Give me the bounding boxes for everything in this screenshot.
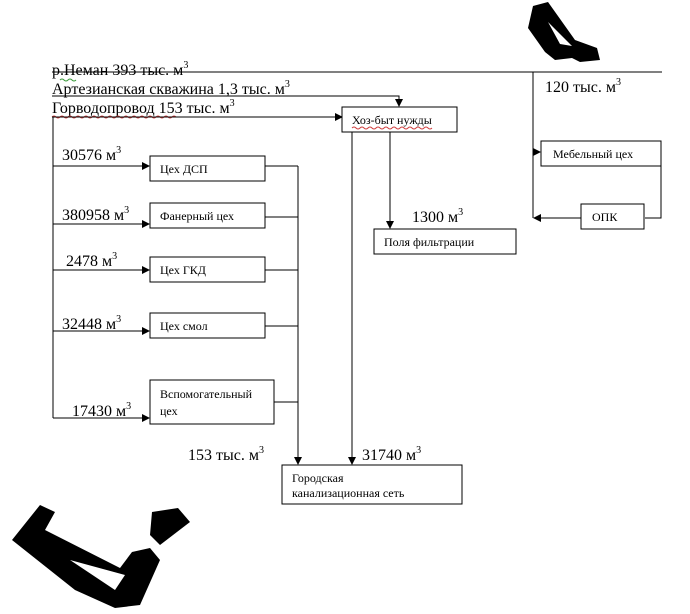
svg-text:Артезианская скважина 1,3 тыс.: Артезианская скважина 1,3 тыс. м3 bbox=[52, 79, 290, 98]
line-artesian-to-household bbox=[52, 95, 403, 107]
resins-label: Цех смол bbox=[160, 319, 208, 333]
household-label: Хоз-быт нужды bbox=[352, 113, 432, 127]
auxiliary-label-1: Вспомогательный bbox=[160, 387, 253, 401]
flow-plywood: 380958 м3 bbox=[62, 205, 129, 224]
source-artesian: Артезианская скважина 1,3 тыс. м3 bbox=[52, 79, 290, 98]
line-furniture-to-opk bbox=[645, 152, 662, 219]
furniture-label: Мебельный цех bbox=[553, 147, 633, 161]
svg-text:Горводопровод 153 тыс. м3: Горводопровод 153 тыс. м3 bbox=[52, 98, 235, 117]
flow-household-to-sewer: 31740 м3 bbox=[362, 445, 421, 464]
source-city-water: Горводопровод 153 тыс. м3 bbox=[52, 98, 235, 117]
spell-underline-household bbox=[351, 126, 433, 130]
opk-box: ОПК bbox=[580, 203, 645, 230]
flow-gkd: 2478 м3 bbox=[66, 251, 117, 270]
city-sewer-label-1: Городская bbox=[292, 471, 344, 485]
plywood-label: Фанерный цех bbox=[160, 209, 234, 223]
flow-to-filtration: 1300 м3 bbox=[412, 207, 463, 226]
plywood-box: Фанерный цех bbox=[149, 202, 266, 229]
flow-workshops-to-sewer: 153 тыс. м3 bbox=[188, 445, 264, 464]
gkd-box: Цех ГКД bbox=[149, 256, 266, 283]
city-sewer-label-2: канализационная сеть bbox=[292, 486, 405, 500]
dsp-label: Цех ДСП bbox=[160, 162, 208, 176]
furniture-box: Мебельный цех bbox=[540, 140, 662, 167]
dsp-box: Цех ДСП bbox=[149, 155, 266, 182]
flow-resins: 32448 м3 bbox=[62, 314, 121, 333]
flow-dsp: 30576 м3 bbox=[62, 145, 121, 164]
auxiliary-label-2: цех bbox=[160, 404, 178, 418]
filtration-fields-box: Поля фильтрации bbox=[373, 228, 517, 255]
svg-text:р.Неман 393 тыс. м3: р.Неман 393 тыс. м3 bbox=[52, 60, 188, 79]
handwritten-mark-bottom-left bbox=[12, 505, 190, 608]
source-neman: р.Неман 393 тыс. м3 bbox=[52, 60, 188, 79]
flow-to-furniture: 120 тыс. м3 bbox=[545, 77, 621, 96]
resins-box: Цех смол bbox=[149, 312, 266, 339]
auxiliary-box: Вспомогательный цех bbox=[149, 379, 275, 425]
handwritten-mark-top-right bbox=[528, 2, 600, 62]
gkd-label: Цех ГКД bbox=[160, 263, 206, 277]
city-sewer-box: Городская канализационная сеть bbox=[281, 464, 463, 505]
flow-auxiliary: 17430 м3 bbox=[72, 401, 131, 420]
opk-label: ОПК bbox=[592, 210, 618, 224]
spell-underline-neman bbox=[59, 78, 77, 82]
filtration-fields-label: Поля фильтрации bbox=[384, 235, 475, 249]
